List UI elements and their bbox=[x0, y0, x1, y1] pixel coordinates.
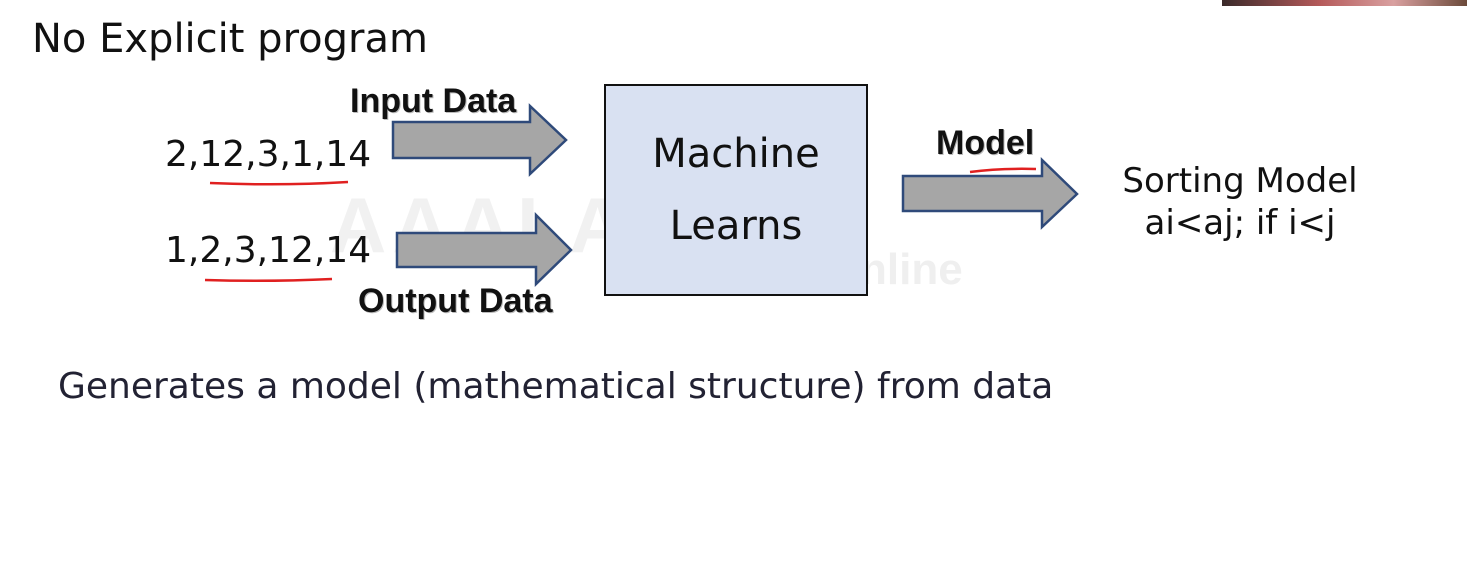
watermark-online: nline bbox=[860, 245, 963, 294]
box-line-2: Learns bbox=[669, 203, 803, 249]
underline-model bbox=[969, 167, 1037, 174]
slide-caption: Generates a model (mathematical structur… bbox=[58, 366, 1054, 407]
input-data-label: Input Data bbox=[350, 82, 517, 120]
sorting-model-result: Sorting Model ai<aj; if i<j bbox=[1100, 160, 1380, 244]
underline-input-sequence bbox=[209, 180, 349, 186]
webcam-thumbnail-edge bbox=[1222, 0, 1467, 6]
output-data-label: Output Data bbox=[358, 282, 553, 320]
output-sequence: 1,2,3,12,14 bbox=[165, 230, 372, 271]
slide-title: No Explicit program bbox=[32, 16, 428, 62]
model-arrow-icon bbox=[901, 157, 1079, 230]
result-line-2: ai<aj; if i<j bbox=[1144, 203, 1336, 243]
input-sequence: 2,12,3,1,14 bbox=[165, 134, 372, 175]
input-arrow-icon bbox=[391, 103, 568, 177]
machine-learns-box: Machine Learns bbox=[604, 84, 868, 296]
model-label: Model bbox=[936, 124, 1035, 162]
box-line-1: Machine bbox=[652, 131, 820, 177]
output-arrow-icon bbox=[395, 211, 573, 287]
result-line-1: Sorting Model bbox=[1122, 161, 1358, 201]
underline-output-sequence bbox=[204, 277, 333, 283]
